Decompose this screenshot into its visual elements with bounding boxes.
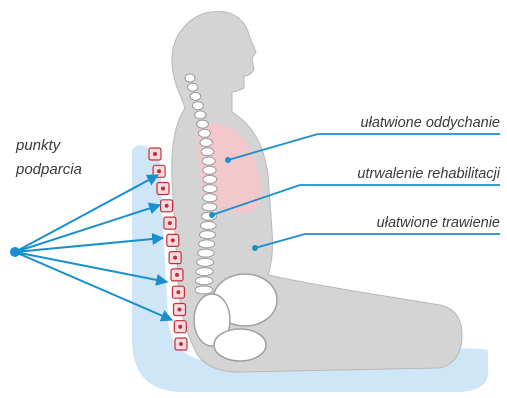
- vertebra: [203, 185, 217, 193]
- breathing-dot: [225, 157, 231, 163]
- support-points-label-line2: podparcia: [15, 161, 82, 178]
- support-segment-dot: [157, 169, 161, 173]
- vertebra: [198, 249, 215, 257]
- support-point-dot: [10, 247, 20, 257]
- vertebra: [202, 203, 217, 211]
- vertebra: [195, 286, 213, 294]
- support-segment-dot: [178, 308, 182, 312]
- support-segment-dot: [153, 152, 157, 156]
- support-points-label-line1: punkty: [15, 137, 62, 154]
- breathing-label: ułatwione oddychanie: [361, 115, 500, 131]
- vertebra: [200, 139, 212, 147]
- support-segment-dot: [161, 187, 165, 191]
- vertebra: [201, 222, 217, 230]
- vertebra: [192, 102, 203, 110]
- support-segment-dot: [171, 238, 175, 242]
- vertebra: [188, 83, 198, 91]
- vertebra: [203, 166, 216, 174]
- vertebra: [190, 92, 201, 100]
- digestion-label: ułatwione trawienie: [377, 215, 500, 231]
- vertebra: [197, 258, 214, 266]
- vertebra: [197, 120, 209, 128]
- vertebra: [199, 129, 211, 137]
- vertebra: [200, 231, 216, 239]
- support-segment-dot: [165, 204, 169, 208]
- rehabilitation-dot: [209, 212, 215, 218]
- vertebra: [195, 111, 206, 119]
- rehabilitation-label: utrwalenie rehabilitacji: [357, 166, 500, 182]
- support-segment-dot: [178, 325, 182, 329]
- vertebra: [203, 194, 218, 202]
- digestion-dot: [252, 245, 258, 251]
- vertebra: [196, 268, 213, 276]
- support-segment-dot: [176, 290, 180, 294]
- vertebra: [201, 148, 214, 156]
- support-segment-dot: [168, 221, 172, 225]
- support-segment-dot: [175, 273, 179, 277]
- vertebra: [185, 74, 195, 82]
- vertebra: [202, 157, 215, 165]
- vertebra: [203, 175, 217, 183]
- support-segment-dot: [173, 256, 177, 260]
- vertebra: [195, 277, 213, 285]
- vertebra: [199, 240, 215, 248]
- support-segment-dot: [179, 342, 183, 346]
